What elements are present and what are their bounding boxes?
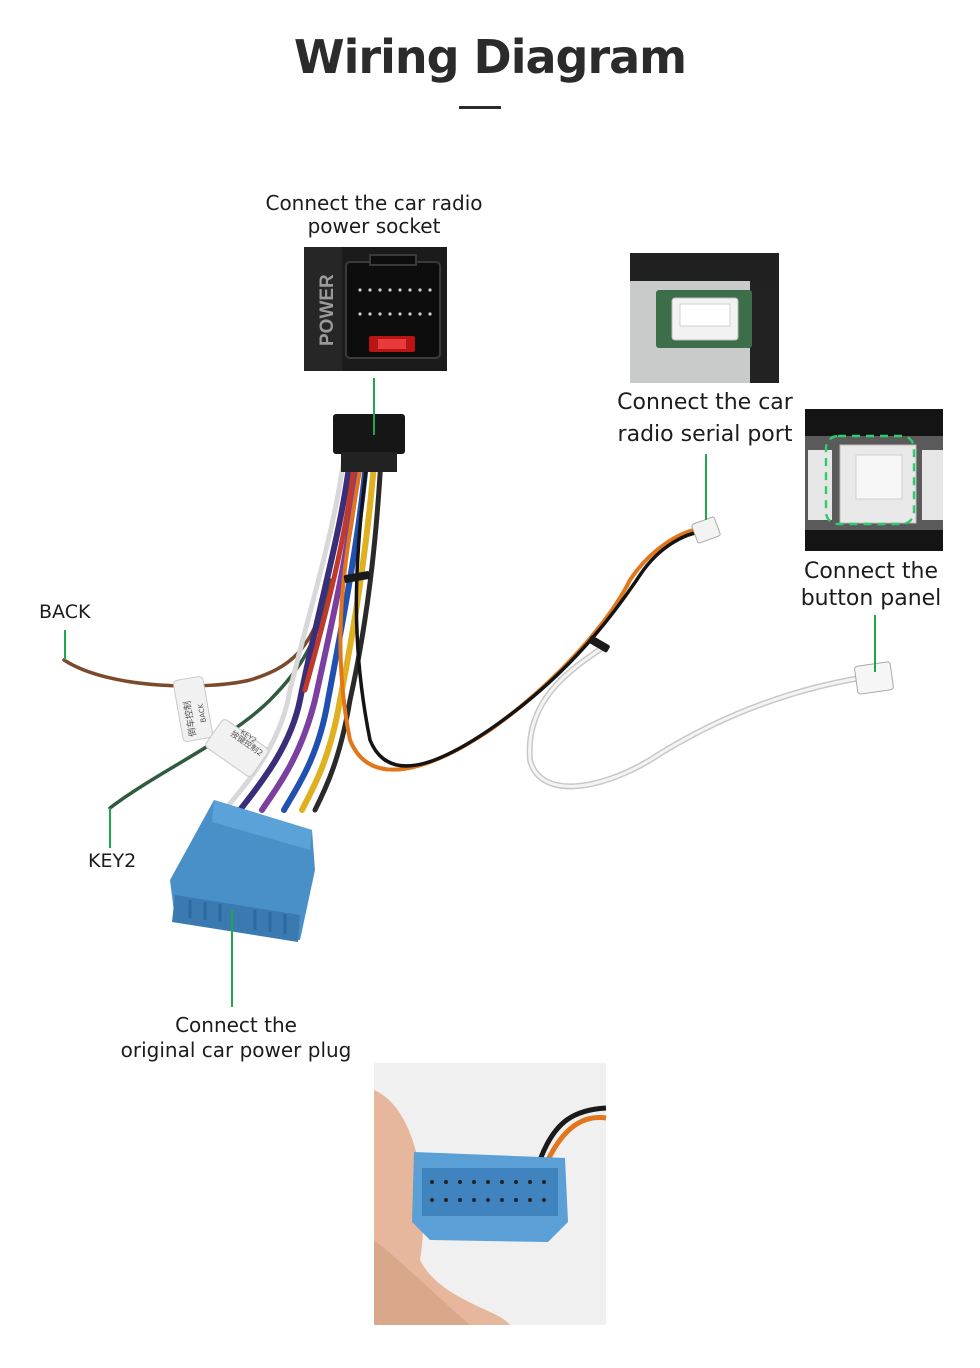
button-panel-caption: Connect the button panel <box>796 558 946 612</box>
power-plug-caption: Connect the original car power plug <box>118 1013 354 1063</box>
key2-wire-label: KEY2 <box>88 850 137 872</box>
power-socket-caption-line1: Connect the car radio <box>265 191 483 215</box>
power-plug-photo <box>374 1063 607 1325</box>
blue-power-plug <box>170 800 315 942</box>
serial-port-caption-line2: radio serial port <box>617 422 793 447</box>
title-underline <box>459 106 501 109</box>
socket-side-text: POWER <box>317 274 338 346</box>
button-panel-caption-line1: Connect the <box>803 559 939 584</box>
button-panel-photo <box>805 409 943 551</box>
serial-port-photo <box>630 253 779 383</box>
button-panel-plug <box>854 661 894 695</box>
leader-lines <box>64 378 876 1007</box>
power-socket-photo: POWER <box>304 247 447 371</box>
serial-port-plug <box>691 516 721 544</box>
serial-port-caption: Connect the car radio serial port <box>612 387 798 451</box>
wire-harness <box>62 437 863 813</box>
tag-back-en: BACK <box>197 703 208 723</box>
power-plug-caption-line1: Connect the <box>175 1013 297 1037</box>
harness-top-connector <box>333 414 405 472</box>
key2-wire-tag: 按键控制2 KEY2 <box>205 719 269 777</box>
page-title: Wiring Diagram <box>293 30 687 84</box>
power-socket-caption-line2: power socket <box>307 214 441 238</box>
button-panel-caption-line2: button panel <box>800 586 942 611</box>
back-wire-tag: 倒车控制 BACK <box>172 676 214 742</box>
power-socket-caption: Connect the car radio power socket <box>262 192 486 238</box>
serial-port-caption-line1: Connect the car <box>617 390 793 415</box>
power-plug-caption-line2: original car power plug <box>120 1038 352 1062</box>
back-wire-label: BACK <box>39 601 91 623</box>
